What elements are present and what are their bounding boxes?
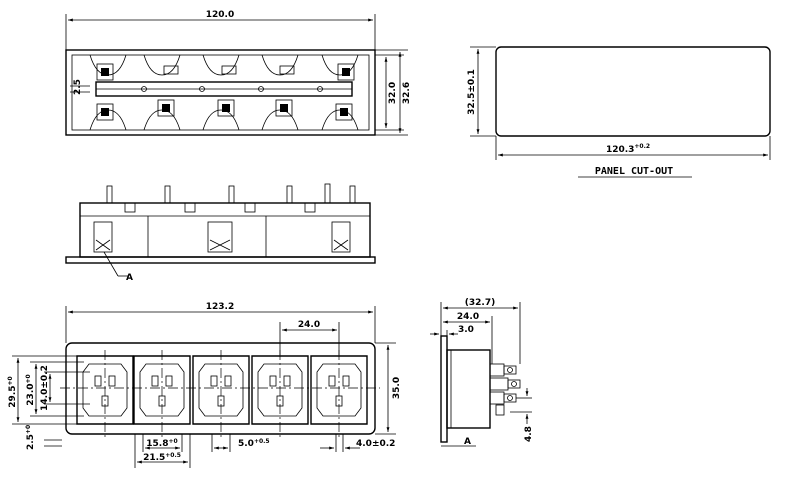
- top-width-dim: 120.0: [206, 10, 234, 20]
- front-height: 35.0: [392, 377, 402, 399]
- profile-overall: (32.7): [465, 298, 495, 308]
- front-outline: [65, 342, 376, 435]
- front-overall-width: 123.2: [206, 302, 234, 312]
- top-view-terminals: [96, 63, 355, 121]
- top-view-outline: [65, 49, 376, 136]
- profile-body: [446, 349, 491, 429]
- front-h3: 14.0±0.2: [40, 365, 50, 411]
- panel-cutout: 120.3+0.2 32.5±0.1 PANEL CUT-OUT: [467, 46, 771, 178]
- top-height-outer: 32.6: [402, 82, 412, 104]
- top-height-inner: 32.0: [388, 82, 398, 104]
- cutout-height-dim: 32.5±0.1: [467, 69, 477, 115]
- front-h2: 23.0+0: [25, 374, 36, 405]
- cutout-width-dim: 120.3+0.2: [606, 143, 650, 155]
- front-h4: 2.5+0: [25, 425, 36, 450]
- top-view: 2.5 120.0 32.0 32.6: [65, 10, 412, 136]
- front-view: 123.2 24.0 35.0 29.5+0 23.0+0 14.0±0.2 2…: [7, 302, 402, 468]
- profile-flange: [440, 335, 448, 443]
- side-clips: [93, 221, 351, 253]
- front-pitch: 24.0: [298, 320, 320, 330]
- profile-terminals: [489, 363, 521, 416]
- cutout-caption: PANEL CUT-OUT: [595, 166, 673, 177]
- profile-d1: 24.0: [457, 312, 479, 322]
- profile-d3: 4.8: [524, 426, 534, 442]
- front-h1: 29.5+0: [7, 376, 18, 407]
- front-w1: 15.8+0: [146, 438, 177, 449]
- side-terminals: [106, 183, 356, 213]
- profile-marker-a: A: [464, 437, 471, 447]
- top-pin-pitch: 2.5: [73, 79, 83, 95]
- side-marker-a: A: [126, 273, 133, 283]
- side-view: A: [65, 183, 376, 283]
- front-w4: 4.0±0.2: [356, 439, 395, 449]
- front-w2: 21.5+0.5: [143, 452, 181, 463]
- cutout-outline: [495, 46, 771, 137]
- side-flange: [65, 256, 376, 264]
- front-w3: 5.0+0.5: [238, 438, 270, 449]
- side-body: [79, 202, 371, 258]
- front-sockets: [76, 355, 368, 425]
- profile-d2: 3.0: [458, 325, 474, 335]
- profile-view: (32.7) 24.0 3.0 4.8 A: [430, 298, 534, 447]
